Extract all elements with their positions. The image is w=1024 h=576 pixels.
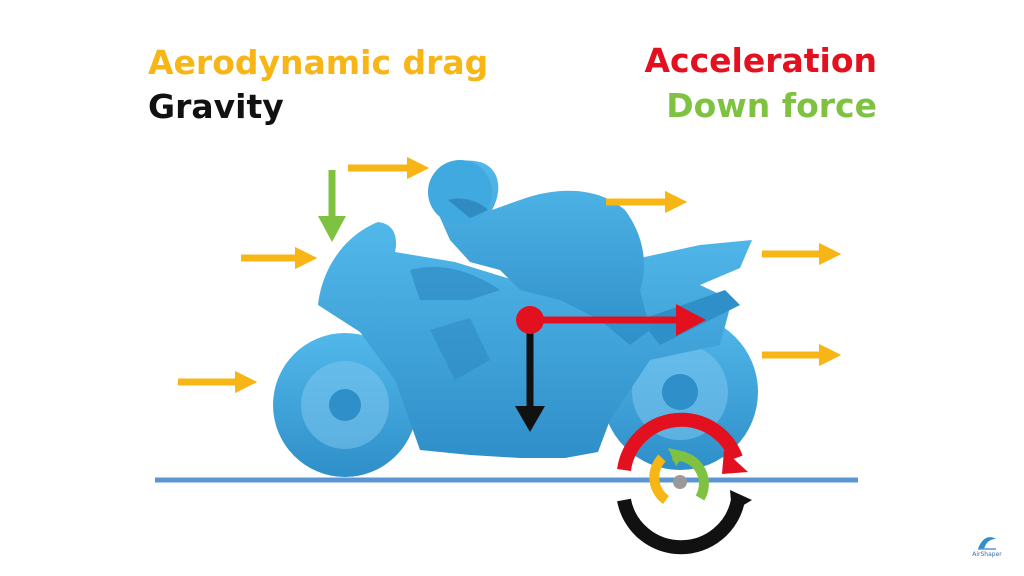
gravity-rotation-arc bbox=[617, 498, 745, 555]
center-of-mass-dot bbox=[516, 306, 544, 334]
legend-down-force: Down force bbox=[666, 86, 877, 125]
acceleration-arrow bbox=[530, 304, 706, 336]
gravity-arrow bbox=[515, 322, 545, 432]
legend-gravity: Gravity bbox=[148, 87, 284, 126]
brand-logo-text: AirShaper bbox=[972, 551, 1002, 558]
drag-rotation-arc bbox=[649, 454, 670, 505]
aerodynamic-drag-arrows bbox=[178, 156, 842, 394]
rear-wheel-rotation-arcs bbox=[617, 412, 752, 555]
airshaper-logo-icon bbox=[978, 537, 996, 550]
wheel-contact-point bbox=[673, 475, 687, 489]
down-force-arrow bbox=[318, 170, 346, 242]
legend-aerodynamic-drag: Aerodynamic drag bbox=[148, 43, 489, 82]
rider-helmet bbox=[428, 160, 492, 224]
legend-acceleration: Acceleration bbox=[644, 41, 877, 80]
brand-logo: AirShaper bbox=[964, 533, 1010, 558]
acceleration-rotation-arc bbox=[617, 412, 743, 472]
